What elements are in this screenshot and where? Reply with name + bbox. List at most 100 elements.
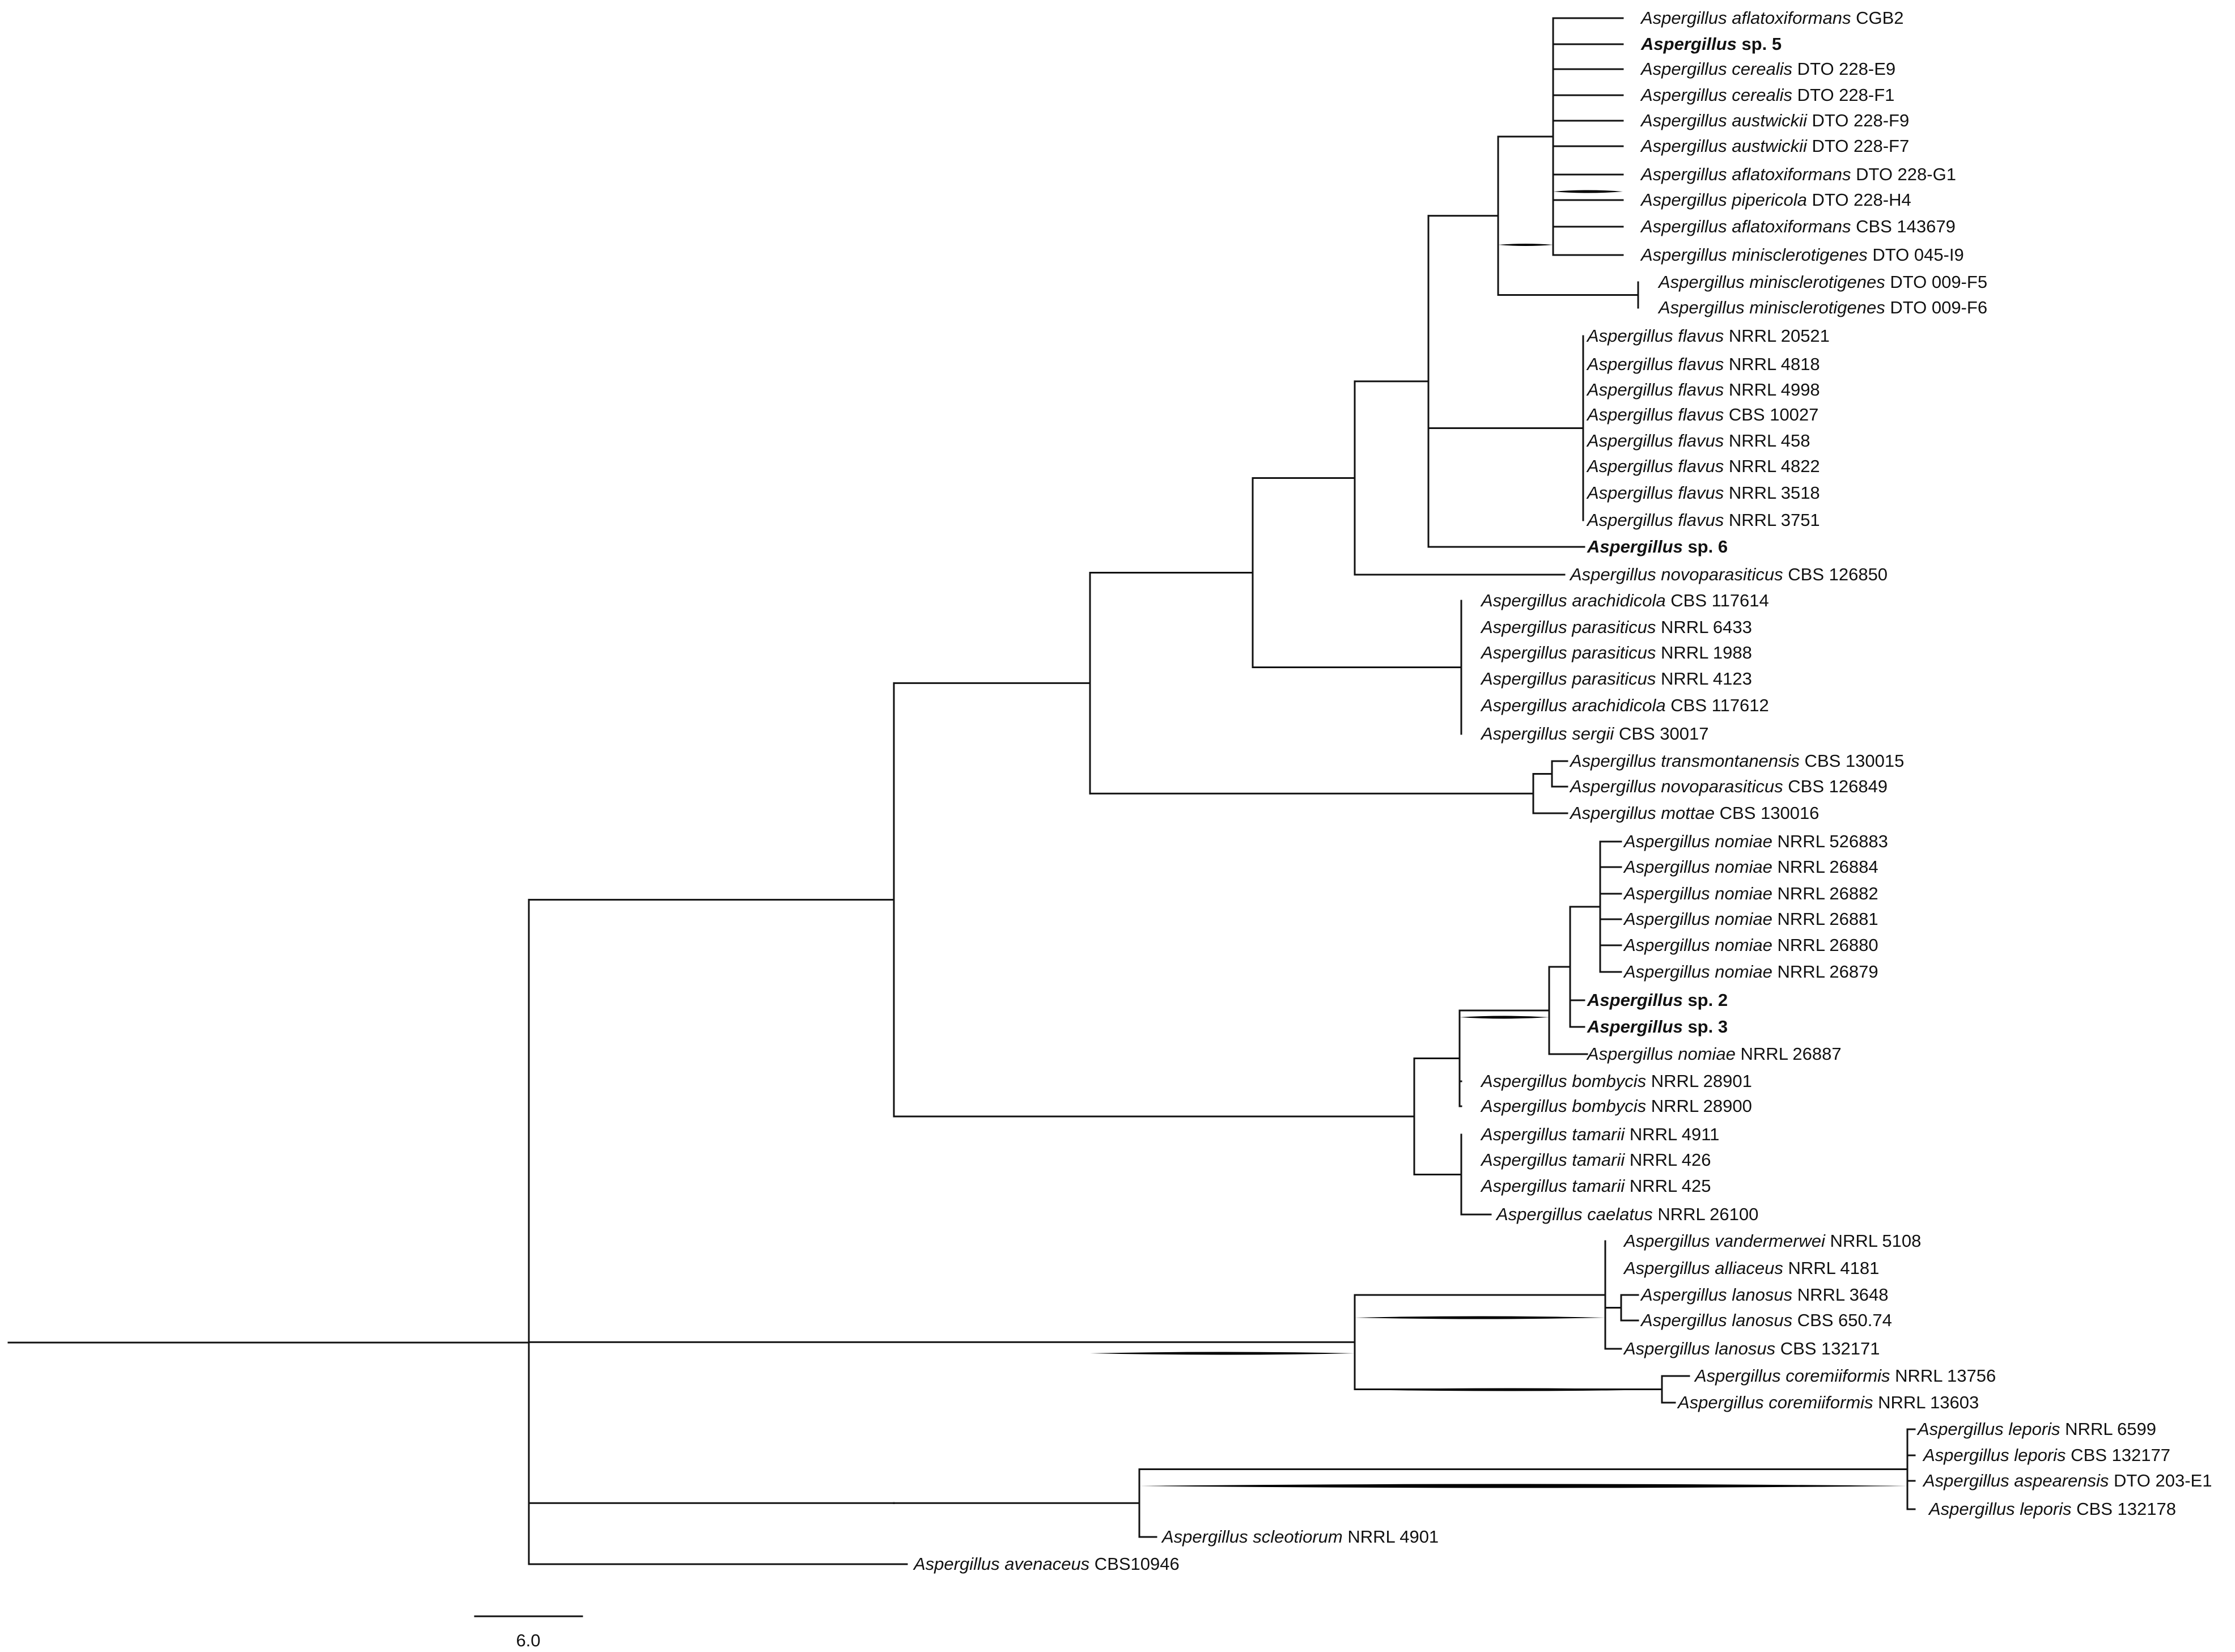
taxon-label: Aspergillus flavus NRRL 4998 bbox=[1586, 380, 1820, 400]
taxon-genus: Aspergillus bbox=[1480, 1150, 1567, 1170]
taxon-strain: CBS 10027 bbox=[1724, 405, 1818, 424]
taxon-epithet: cerealis bbox=[1727, 85, 1792, 105]
taxon-epithet: lanosus bbox=[1727, 1285, 1792, 1305]
taxon-genus: Aspergillus bbox=[1586, 326, 1673, 346]
taxon-strain: sp. 6 bbox=[1683, 537, 1728, 557]
taxon-strain: DTO 009-F6 bbox=[1885, 298, 1987, 317]
taxon-genus: Aspergillus bbox=[1922, 1445, 2009, 1465]
taxon-genus: Aspergillus bbox=[1640, 1310, 1727, 1330]
taxon-label: Aspergillus leporis CBS 132177 bbox=[1922, 1445, 2170, 1465]
taxon-label: Aspergillus sp. 6 bbox=[1587, 537, 1728, 557]
taxon-genus: Aspergillus bbox=[1480, 617, 1567, 637]
branch-support-wedge bbox=[1355, 1316, 1605, 1319]
taxon-label: Aspergillus flavus NRRL 4822 bbox=[1586, 456, 1820, 476]
taxon-genus: Aspergillus bbox=[1623, 884, 1710, 903]
taxon-label: Aspergillus tamarii NRRL 425 bbox=[1480, 1176, 1711, 1196]
taxon-label: Aspergillus nomiae NRRL 26880 bbox=[1623, 935, 1878, 955]
taxon-genus: Aspergillus bbox=[1640, 59, 1727, 79]
taxon-label: Aspergillus alliaceus NRRL 4181 bbox=[1623, 1258, 1879, 1278]
taxon-strain: NRRL 426 bbox=[1625, 1150, 1711, 1170]
taxon-label: Aspergillus aflatoxiformans DTO 228-G1 bbox=[1640, 164, 1956, 184]
taxon-label: Aspergillus flavus NRRL 458 bbox=[1586, 431, 1810, 451]
taxon-epithet: flavus bbox=[1673, 380, 1724, 400]
taxon-strain: NRRL 1988 bbox=[1656, 643, 1751, 663]
taxon-strain: CBS 130015 bbox=[1800, 751, 1904, 771]
taxon-strain: sp. 2 bbox=[1683, 990, 1728, 1010]
taxon-strain: CBS 126849 bbox=[1783, 776, 1888, 796]
taxon-genus: Aspergillus bbox=[1586, 431, 1673, 451]
taxon-label: Aspergillus avenaceus CBS10946 bbox=[913, 1554, 1180, 1574]
taxon-label: Aspergillus transmontanensis CBS 130015 bbox=[1569, 751, 1904, 771]
taxon-epithet: leporis bbox=[2015, 1499, 2072, 1519]
taxon-genus: Aspergillus bbox=[1623, 935, 1710, 955]
taxon-genus: Aspergillus bbox=[1569, 751, 1656, 771]
taxon-genus: Aspergillus bbox=[1480, 1096, 1567, 1116]
taxon-genus: Aspergillus bbox=[1586, 405, 1673, 424]
taxon-epithet: nomiae bbox=[1710, 909, 1772, 929]
taxon-epithet: austwickii bbox=[1727, 111, 1808, 130]
taxon-strain: NRRL 3648 bbox=[1792, 1285, 1888, 1305]
taxon-label: Aspergillus minisclerotigenes DTO 045-I9 bbox=[1640, 245, 1964, 265]
taxon-strain: DTO 228-F1 bbox=[1792, 85, 1894, 105]
taxon-genus: Aspergillus bbox=[1480, 695, 1567, 715]
taxon-genus: Aspergillus bbox=[1640, 216, 1727, 236]
taxon-epithet: novoparasiticus bbox=[1656, 564, 1783, 584]
taxon-epithet: nomiae bbox=[1710, 884, 1772, 903]
taxon-label: Aspergillus tamarii NRRL 4911 bbox=[1480, 1124, 1719, 1144]
taxon-label: Aspergillus flavus NRRL 3751 bbox=[1586, 510, 1820, 530]
taxon-strain: NRRL 28901 bbox=[1646, 1071, 1752, 1091]
branch-support-wedge bbox=[1498, 244, 1553, 246]
taxon-label: Aspergillus nomiae NRRL 26882 bbox=[1623, 884, 1878, 903]
taxon-label: Aspergillus flavus NRRL 20521 bbox=[1586, 326, 1830, 346]
taxon-epithet: lanosus bbox=[1710, 1339, 1775, 1358]
taxon-strain: NRRL 458 bbox=[1724, 431, 1810, 451]
taxon-epithet: avenaceus bbox=[1000, 1554, 1090, 1574]
taxon-strain: DTO 203-E1 bbox=[2109, 1471, 2212, 1490]
taxon-genus: Aspergillus bbox=[1640, 245, 1727, 265]
taxon-genus: Aspergillus bbox=[1623, 1339, 1710, 1358]
taxon-label: Aspergillus coremiiformis NRRL 13603 bbox=[1677, 1392, 1979, 1412]
taxon-label: Aspergillus nomiae NRRL 526883 bbox=[1623, 831, 1888, 851]
taxon-label: Aspergillus scleotiorum NRRL 4901 bbox=[1161, 1527, 1439, 1547]
taxon-label: Aspergillus bombycis NRRL 28900 bbox=[1480, 1096, 1752, 1116]
taxon-label: Aspergillus nomiae NRRL 26879 bbox=[1623, 962, 1878, 982]
taxon-label: Aspergillus austwickii DTO 228-F9 bbox=[1640, 111, 1909, 130]
taxon-strain: DTO 228-G1 bbox=[1851, 164, 1956, 184]
taxon-genus: Aspergillus bbox=[1623, 1258, 1710, 1278]
taxon-label: Aspergillus minisclerotigenes DTO 009-F5 bbox=[1657, 272, 1987, 292]
taxon-label: Aspergillus parasiticus NRRL 1988 bbox=[1480, 643, 1752, 663]
taxon-genus: Aspergillus bbox=[1161, 1527, 1248, 1547]
taxon-epithet: nomiae bbox=[1710, 857, 1772, 877]
taxon-strain: NRRL 26887 bbox=[1736, 1044, 1842, 1064]
taxon-epithet: parasiticus bbox=[1567, 643, 1656, 663]
taxon-strain: CBS 650.74 bbox=[1792, 1310, 1892, 1330]
taxon-label: Aspergillus nomiae NRRL 26887 bbox=[1586, 1044, 1842, 1064]
scale-bar: 6.0 bbox=[474, 1615, 583, 1650]
taxon-epithet: leporis bbox=[2004, 1419, 2060, 1439]
taxon-label: Aspergillus novoparasiticus CBS 126850 bbox=[1569, 564, 1888, 584]
taxon-genus: Aspergillus bbox=[1480, 1176, 1567, 1196]
taxon-strain: DTO 045-I9 bbox=[1868, 245, 1964, 265]
taxon-strain: NRRL 26881 bbox=[1772, 909, 1878, 929]
taxon-epithet: bombycis bbox=[1567, 1096, 1647, 1116]
taxon-genus: Aspergillus bbox=[1569, 776, 1656, 796]
taxon-epithet: flavus bbox=[1673, 326, 1724, 346]
taxon-genus: Aspergillus bbox=[1640, 8, 1727, 28]
taxon-genus: Aspergillus bbox=[1623, 1231, 1710, 1251]
taxon-epithet: sergii bbox=[1567, 724, 1615, 744]
taxon-genus: Aspergillus bbox=[1587, 990, 1683, 1010]
taxon-epithet: minisclerotigenes bbox=[1745, 298, 1885, 317]
taxon-epithet: bombycis bbox=[1567, 1071, 1647, 1091]
taxon-label: Aspergillus flavus CBS 10027 bbox=[1586, 405, 1818, 424]
taxon-genus: Aspergillus bbox=[1922, 1471, 2009, 1490]
taxon-genus: Aspergillus bbox=[1623, 909, 1710, 929]
taxon-strain: NRRL 26879 bbox=[1772, 962, 1878, 982]
taxon-label: Aspergillus lanosus CBS 650.74 bbox=[1640, 1310, 1892, 1330]
taxon-strain: CGB2 bbox=[1851, 8, 1903, 28]
taxon-strain: DTO 009-F5 bbox=[1885, 272, 1987, 292]
taxon-label: Aspergillus aflatoxiformans CGB2 bbox=[1640, 8, 1903, 28]
taxon-genus: Aspergillus bbox=[1623, 857, 1710, 877]
taxon-epithet: tamarii bbox=[1567, 1176, 1626, 1196]
taxon-label: Aspergillus pipericola DTO 228-H4 bbox=[1640, 190, 1911, 210]
